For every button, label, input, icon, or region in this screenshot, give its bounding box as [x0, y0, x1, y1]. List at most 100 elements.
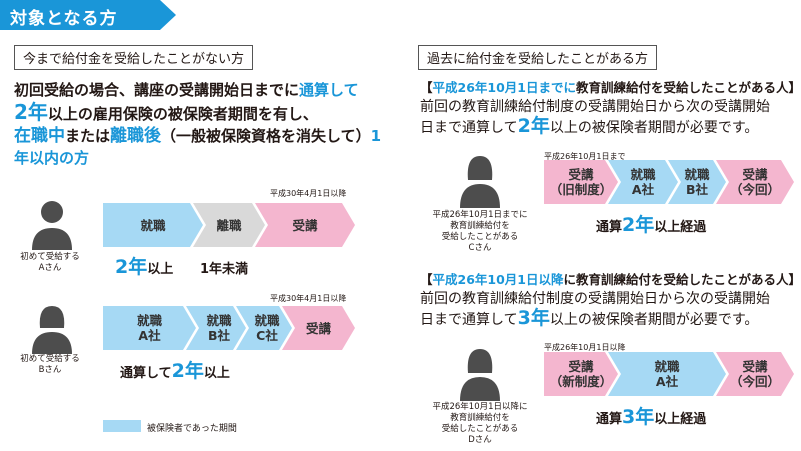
desc-text-8: （一般被保険資格を消失して）: [161, 127, 371, 145]
c-heading: 【平成26年10月1日までに教育訓練給付を受給したことがある人】: [420, 78, 801, 97]
desc-text-7: 離職後: [110, 126, 162, 146]
left-description: 初回受給の場合、講座の受講開始日までに通算して 2年以上の雇用保険の被保険者期間…: [14, 79, 386, 169]
d-caption: 平成26年10月1日以降に 教育訓練給付を 受給したことがある Dさん: [412, 402, 548, 446]
d-desc-line-2b: 以上の被保険者期間が必要です。: [549, 312, 759, 328]
c-caption-line-1: 平成26年10月1日までに: [432, 210, 528, 220]
right-box-label: 過去に給付金を受給したことがある方: [418, 45, 658, 70]
b-caption: 初めて受給する Bさん: [14, 354, 86, 376]
person-male-icon: [32, 201, 72, 250]
b-duration-prefix: 通算して: [120, 366, 172, 381]
chevron-line-1: 就職: [136, 313, 162, 328]
d-desc-line-2a: 日まで通算して: [420, 312, 518, 328]
desc-text-3: 2年: [14, 100, 48, 124]
c-caption-line-3: 受給したことがある: [441, 232, 519, 242]
chevron-line-2: （新制度）: [549, 374, 613, 389]
chevron-line-2: （今回）: [729, 182, 780, 197]
a-caption-line-1: 初めて受給する: [20, 252, 80, 262]
d-heading-blue: 平成26年10月1日以降: [432, 272, 564, 287]
d-heading: 【平成26年10月1日以降に教育訓練給付を受給したことがある人】: [420, 270, 801, 289]
chevron-line-1: 就職: [684, 167, 710, 182]
d-caption-line-1: 平成26年10月1日以降に: [432, 402, 528, 412]
c-caption: 平成26年10月1日までに 教育訓練給付を 受給したことがある Cさん: [412, 210, 548, 254]
legend-label: 被保険者であった期間: [147, 424, 237, 434]
b-duration: 通算して2年以上: [120, 356, 230, 383]
d-duration-number: 3年: [622, 406, 655, 428]
d-desc-number: 3年: [517, 307, 550, 329]
desc-text-4: 以上の雇用保険の被保険者期間を有し、: [47, 105, 318, 123]
desc-text-2: 通算して: [299, 81, 359, 99]
person-female-icon: [460, 156, 500, 208]
section-header: 対象となる方: [0, 0, 176, 30]
c-chevron-prev-course: 受講（旧制度）: [544, 160, 618, 204]
chevron-line-2: （旧制度）: [549, 182, 613, 197]
chevron-line-2: B社: [207, 328, 230, 343]
d-chevron-this-course: 受講（今回）: [716, 352, 794, 396]
person-female-icon: [32, 306, 72, 354]
c-desc-line-2b: 以上の被保険者期間が必要です。: [549, 120, 759, 136]
b-chevron-course: 受講: [282, 306, 355, 350]
b-caption-line-2: Bさん: [38, 365, 62, 375]
chevron-line-2: A社: [655, 374, 679, 389]
chevron-label: 離職: [216, 217, 242, 233]
c-duration-number: 2年: [622, 214, 655, 236]
c-duration: 通算2年以上経過: [596, 210, 706, 237]
chevron-line-2: B社: [685, 182, 708, 197]
c-description: 前回の教育訓練給付制度の受講開始日から次の受講開始 日まで通算して2年以上の被保…: [420, 98, 770, 138]
person-female-icon: [460, 349, 500, 401]
c-caption-line-4: Cさん: [468, 243, 492, 253]
d-desc-line-1: 前回の教育訓練給付制度の受講開始日から次の受講開始: [420, 291, 770, 307]
c-heading-blue: 平成26年10月1日までに: [432, 80, 577, 95]
b-duration-suffix: 以上: [203, 366, 230, 381]
chevron-line-1: 受講: [742, 359, 768, 374]
c-caption-line-2: 教育訓練給付を: [450, 221, 510, 231]
a-chevron-employment: 就職: [103, 203, 203, 247]
chevron-line-1: 就職: [206, 313, 232, 328]
chevron-label: 受講: [305, 320, 331, 336]
a-less-than: 1年未満: [200, 262, 249, 277]
section-title: 対象となる方: [10, 9, 118, 29]
chevron-label: 就職: [140, 217, 166, 233]
c-desc-line-1: 前回の教育訓練給付制度の受講開始日から次の受講開始: [420, 99, 770, 115]
c-chevron-this-course: 受講（今回）: [716, 160, 794, 204]
d-heading-open: 【: [420, 272, 433, 287]
a-chevron-course: 受講: [255, 203, 355, 247]
desc-text-5: 在職中: [14, 126, 65, 146]
a-date: 平成30年4月1日以降: [270, 189, 347, 198]
b-duration-number: 2年: [171, 360, 204, 382]
d-chevron-prev-course: 受講（新制度）: [544, 352, 618, 396]
a-duration-number: 2年: [115, 256, 148, 278]
a-caption-line-2: Aさん: [38, 263, 62, 273]
chevron-line-2: （今回）: [729, 374, 780, 389]
chevron-line-1: 就職: [254, 313, 280, 328]
a-duration-suffix: 以上: [147, 262, 174, 277]
chevron-line-2: C社: [256, 328, 278, 343]
chevron-label: 受講（旧制度）: [550, 167, 613, 197]
c-desc-line-2a: 日まで通算して: [420, 120, 518, 136]
chevron-line-2: A社: [631, 182, 655, 197]
a-duration: 2年以上: [115, 252, 173, 279]
chevron-line-1: 受講: [568, 359, 594, 374]
chevron-line-1: 受講: [568, 167, 594, 182]
left-box-label: 今まで給付金を受給したことがない方: [14, 45, 254, 70]
c-heading-open: 【: [420, 80, 433, 95]
chevron-label: 受講（今回）: [730, 167, 780, 197]
chevron-line-1: 受講: [742, 167, 768, 182]
b-caption-line-1: 初めて受給する: [20, 354, 80, 364]
d-duration: 通算3年以上経過: [596, 402, 706, 429]
c-desc-number: 2年: [517, 115, 550, 137]
c-heading-rest: 教育訓練給付を受給したことがある人】: [576, 80, 801, 95]
desc-text-9: 1年以内の方: [14, 127, 382, 167]
c-duration-suffix: 以上経過: [654, 220, 707, 235]
d-caption-line-2: 教育訓練給付を: [450, 413, 510, 423]
d-duration-suffix: 以上経過: [654, 412, 707, 427]
chevron-line-2: A社: [138, 328, 161, 343]
d-description: 前回の教育訓練給付制度の受講開始日から次の受講開始 日まで通算して3年以上の被保…: [420, 290, 770, 330]
d-heading-rest: に教育訓練給付を受給したことがある人】: [563, 272, 801, 287]
d-date: 平成26年10月1日以降: [544, 343, 626, 352]
